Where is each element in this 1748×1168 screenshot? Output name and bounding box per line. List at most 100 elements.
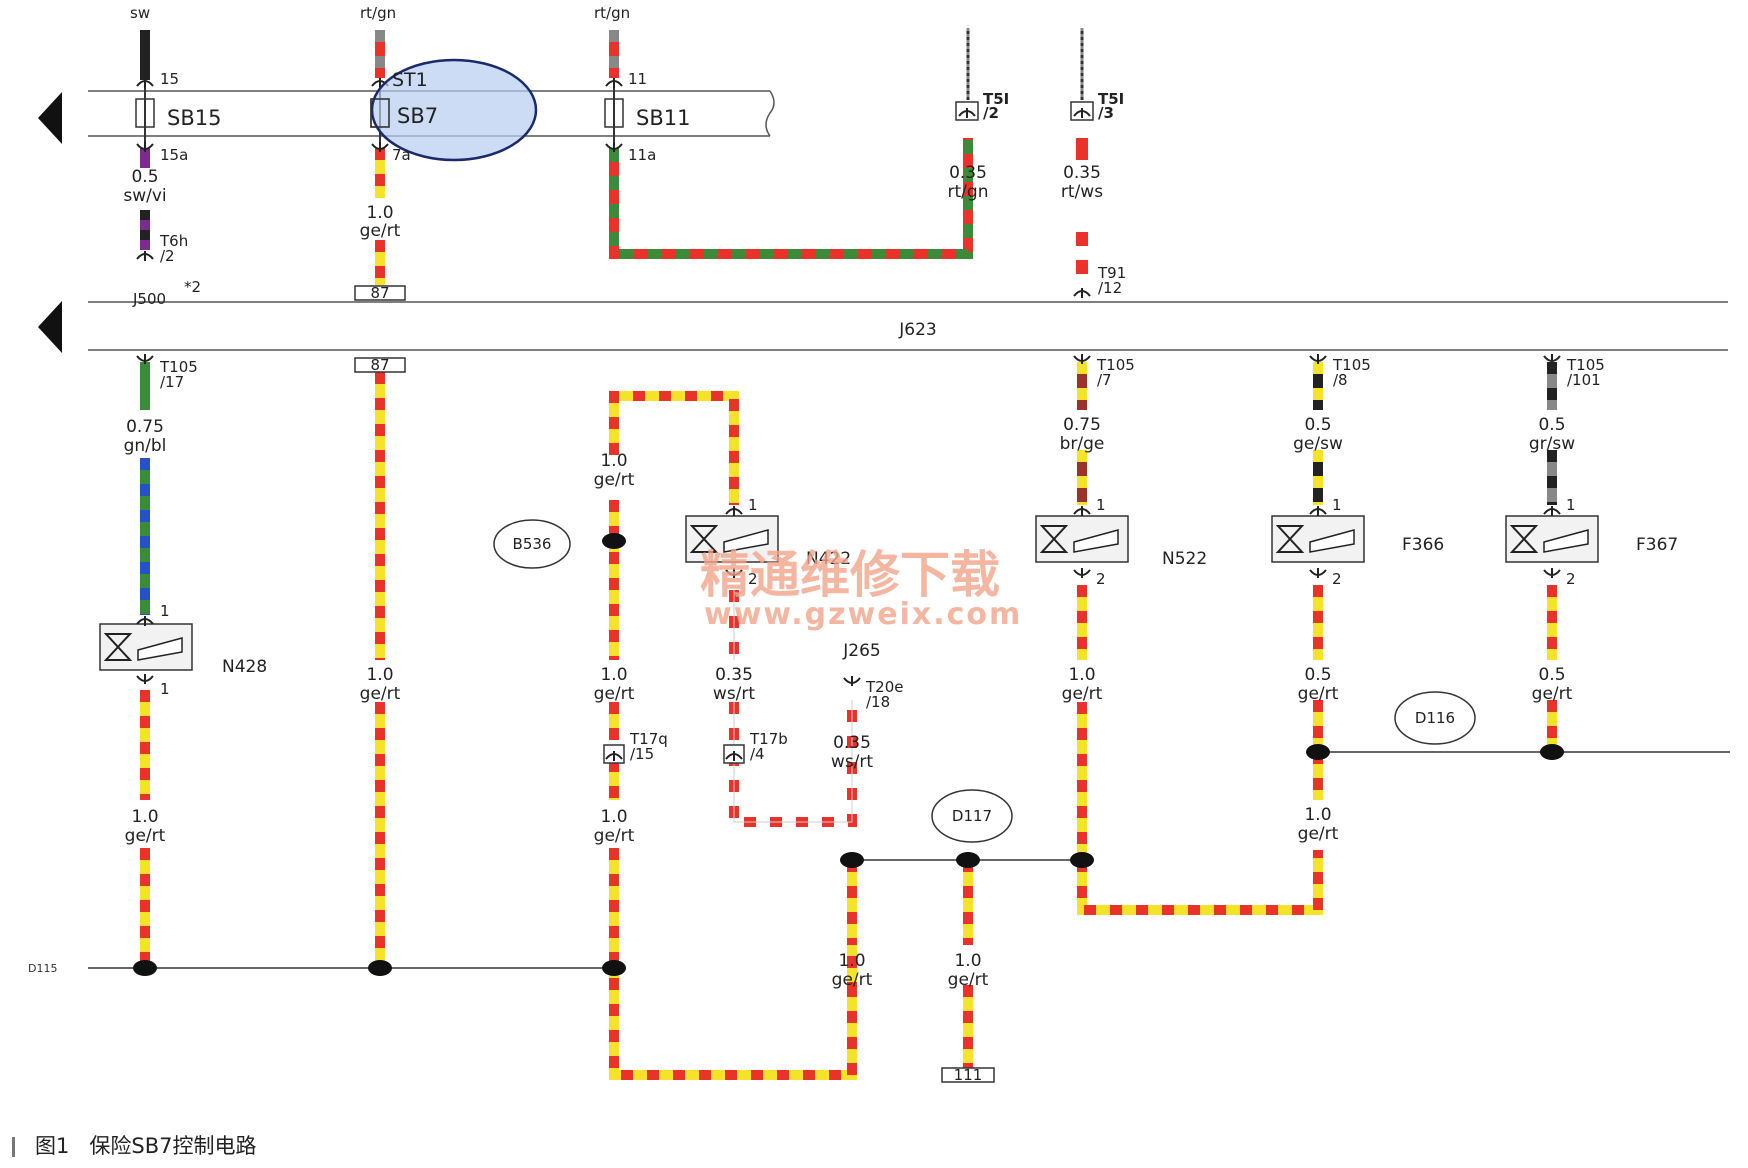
wire-b536-low-color: ge/rt	[594, 826, 635, 846]
connector-t105-7-name: T105	[1096, 356, 1135, 374]
fuse-sb15-label: SB15	[167, 106, 221, 130]
wire-b536-mid-color: ge/rt	[594, 684, 635, 704]
connector-t6h-name: T6h	[159, 232, 188, 250]
wire-d116-size: 1.0	[1304, 805, 1331, 825]
connector-t5i-2-pin: /2	[983, 104, 999, 122]
terminal-111-label: 111	[954, 1066, 983, 1084]
caption-title: 保险SB7控制电路	[89, 1134, 257, 1158]
wire-swvi-color: sw/vi	[123, 186, 166, 206]
wire-n428-color: ge/rt	[125, 826, 166, 846]
connector-t17q	[603, 744, 625, 764]
valve-n422	[685, 505, 779, 579]
caption-fig-number: 图1	[35, 1134, 70, 1158]
top-label-rtgn-2: rt/gn	[594, 4, 630, 22]
left-arrow-icon	[38, 301, 62, 353]
node-b536-oval	[493, 519, 571, 569]
node-b536-label: B536	[513, 535, 552, 553]
connector-t17q-name: T17q	[629, 730, 668, 748]
connector-t5i-3	[1070, 101, 1094, 121]
pin-n522-2: 2	[1096, 570, 1106, 588]
wire-gnbl-color: gn/bl	[124, 436, 167, 456]
wire-brge-size: 0.75	[1063, 415, 1101, 435]
connector-t17b	[723, 744, 745, 764]
fuse-sb15-out-pin: 15a	[160, 146, 188, 164]
pin-n428-1a: 1	[160, 602, 170, 620]
connector-t105-101-pin: /101	[1567, 371, 1601, 389]
wire-gert-top-color: ge/rt	[360, 221, 401, 241]
pin-numbers: 1 1 1 2 1 2 1 2 1 2	[160, 496, 1576, 698]
caption-bar	[12, 1137, 15, 1157]
wire-n522-size: 1.0	[1068, 665, 1095, 685]
node-d116-label: D116	[1415, 709, 1455, 727]
connector-t91-pin: /12	[1098, 279, 1122, 297]
connector-t17q-pin: /15	[630, 745, 654, 763]
wire-wsrt2-color: ws/rt	[831, 752, 873, 772]
wire-f366-size: 0.5	[1304, 665, 1331, 685]
connector-t91-name: T91	[1097, 264, 1126, 282]
fuse-sb7-out-pin: 7a	[392, 146, 411, 164]
pin-n422-1: 1	[748, 496, 758, 514]
component-n522-label: N522	[1162, 549, 1207, 569]
valve-f367	[1505, 505, 1599, 579]
wire-set	[88, 28, 1730, 1080]
wire-gert-top-size: 1.0	[366, 203, 393, 223]
component-f367-label: F367	[1636, 535, 1678, 555]
wire-b536-mid-size: 1.0	[600, 665, 627, 685]
wire-87-color: ge/rt	[360, 684, 401, 704]
top-label-sw: sw	[130, 4, 150, 22]
connector-t105-7-pin: /7	[1097, 371, 1112, 389]
wire-wsrt1-size: 0.35	[715, 665, 753, 685]
fuse-sb11-label: SB11	[636, 106, 690, 130]
wire-gesw-size: 0.5	[1304, 415, 1331, 435]
wire-rtws-size: 0.35	[1063, 163, 1101, 183]
connector-t5i-2-name: T5I	[983, 90, 1009, 108]
wire-wsrt1-color: ws/rt	[713, 684, 755, 704]
wire-wsrt2-size: 0.35	[833, 733, 871, 753]
node-d117-label: D117	[952, 807, 992, 825]
valve-n428	[99, 615, 193, 685]
wire-b536-low-size: 1.0	[600, 807, 627, 827]
left-arrow-icon	[38, 92, 62, 144]
top-label-rtgn-1: rt/gn	[360, 4, 396, 22]
connector-t105-8-pin: /8	[1333, 371, 1348, 389]
valve-n522	[1035, 505, 1129, 579]
wire-n428-size: 1.0	[131, 807, 158, 827]
terminal-87-top	[354, 285, 406, 301]
wire-rtgn-size: 0.35	[949, 163, 987, 183]
wire-d117a-color: ge/rt	[832, 970, 873, 990]
connector-t6h-pin: /2	[160, 247, 175, 265]
watermark-url: www.gzweix.com	[704, 597, 1022, 632]
connector-t5i-3-name: T5I	[1098, 90, 1124, 108]
wire-87-size: 1.0	[366, 665, 393, 685]
pin-f366-2: 2	[1332, 570, 1342, 588]
connector-t17b-name: T17b	[749, 730, 788, 748]
wire-grsw-size: 0.5	[1538, 415, 1565, 435]
wire-b536-top-size: 1.0	[600, 451, 627, 471]
node-d115-label: D115	[28, 962, 57, 975]
figure-caption: 图1 保险SB7控制电路	[12, 1130, 257, 1160]
pin-n522-1: 1	[1096, 496, 1106, 514]
component-j500: J500	[132, 290, 166, 308]
wire-swvi-size: 0.5	[131, 167, 158, 187]
node-d117-oval	[931, 789, 1013, 843]
pin-f366-1: 1	[1332, 496, 1342, 514]
fuse-sb7-in-pin: ST1	[392, 69, 428, 91]
fuse-sb15	[135, 77, 155, 153]
component-f366-label: F366	[1402, 535, 1444, 555]
connector-t105-8-name: T105	[1332, 356, 1371, 374]
wire-rtws-color: rt/ws	[1061, 182, 1103, 202]
fuse-sb11-out-pin: 11a	[628, 146, 656, 164]
wire-d117a-size: 1.0	[838, 951, 865, 971]
ecu-j623-label: J623	[898, 320, 936, 340]
terminal-87-top-label: 87	[370, 284, 389, 302]
wire-grsw-color: gr/sw	[1529, 434, 1575, 454]
pin-f367-2: 2	[1566, 570, 1576, 588]
wire-n522-color: ge/rt	[1062, 684, 1103, 704]
connector-t20e-pin: /18	[866, 693, 890, 711]
pin-f367-1: 1	[1566, 496, 1576, 514]
terminal-87-bottom-label: 87	[370, 356, 389, 374]
highlight-circle-sb7	[370, 58, 538, 162]
component-j265-label: J265	[842, 641, 880, 661]
junction-dots	[133, 533, 1564, 976]
